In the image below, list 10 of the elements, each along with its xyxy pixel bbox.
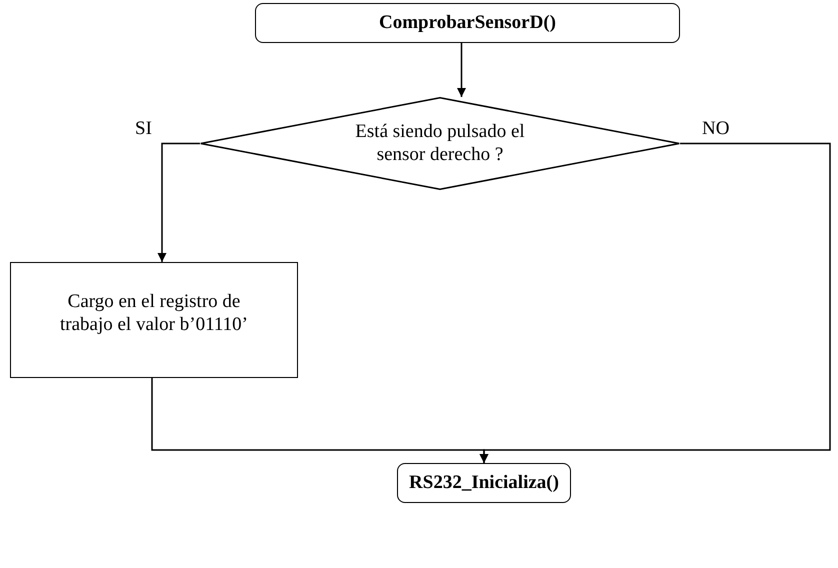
node-text: RS232_Inicializa(): [409, 472, 559, 494]
arrow: [151, 378, 488, 463]
arrow: [457, 43, 466, 97]
arrow: [158, 142, 200, 262]
process-box: [10, 262, 298, 378]
node-text: Cargo en el registro de trabajo el valor b’01110’: [59, 291, 249, 337]
terminal-box: [397, 463, 571, 503]
decision-text: Está siendo pulsado el sensor derecho ?: [354, 120, 526, 166]
node-text: ComprobarSensorD(): [379, 12, 556, 34]
terminal-box: [255, 3, 680, 43]
